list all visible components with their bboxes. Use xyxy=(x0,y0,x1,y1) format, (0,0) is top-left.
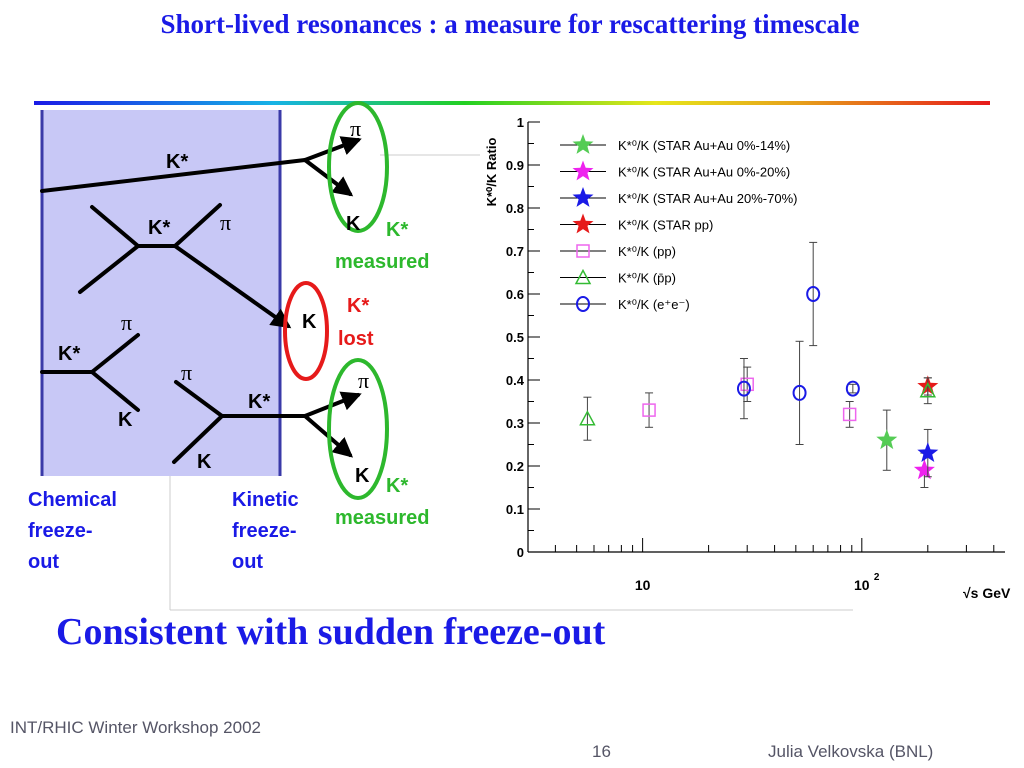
pion-track xyxy=(173,203,222,248)
kaon-track xyxy=(173,244,292,329)
lost-text: lost xyxy=(338,328,374,350)
data-point xyxy=(842,407,857,422)
y-tick-label: 0.4 xyxy=(506,373,525,388)
pion-label: π xyxy=(181,360,192,385)
data-point xyxy=(845,380,860,397)
lost-kstar: K* xyxy=(347,295,369,317)
kstar-label: K* xyxy=(166,151,188,173)
kaon-label: K xyxy=(355,465,370,487)
data-point xyxy=(876,429,898,450)
x-tick-label: 10 xyxy=(635,577,651,593)
lost-ellipse xyxy=(283,281,329,381)
data-point xyxy=(642,403,656,417)
kaon-label: K xyxy=(346,213,361,235)
footer-workshop: INT/RHIC Winter Workshop 2002 xyxy=(10,718,261,737)
kaon-label: K xyxy=(118,409,133,431)
measured-ellipse-upper xyxy=(327,101,389,233)
kaon-label: K xyxy=(197,451,212,473)
incoming-track xyxy=(78,244,140,294)
footer-author: Julia Velkovska (BNL) xyxy=(768,742,934,761)
data-point xyxy=(919,382,937,398)
kinetic-freeze-out-label: freeze- xyxy=(232,520,296,542)
y-tick-label: 0.2 xyxy=(506,459,524,474)
x-axis-label: √s GeV xyxy=(963,585,1011,601)
kaon-label: K xyxy=(302,311,317,333)
slide-title: Short-lived resonances : a measure for r… xyxy=(160,9,860,39)
ratio-chart: K*⁰/K Ratio √s GeV 0 0.1 0.2 0.3 0.4 0.5 0.6 0.… xyxy=(484,115,1011,601)
legend-marker xyxy=(574,268,592,285)
pion-label: π xyxy=(350,116,361,141)
kstar-track xyxy=(40,158,307,193)
measured-upper-text: measured xyxy=(335,251,430,273)
title-divider xyxy=(34,101,990,105)
data-point xyxy=(736,380,751,397)
data-point xyxy=(917,442,939,462)
footer-page-number: 16 xyxy=(592,742,611,761)
pion-track xyxy=(90,333,140,374)
pion-label: π xyxy=(121,310,132,335)
data-point xyxy=(913,459,935,480)
freeze-out-diagram: K* K* K* K* K K K K K π π π π π K* measu… xyxy=(28,101,430,573)
legend-marker xyxy=(572,134,594,154)
chemical-freeze-out-label: out xyxy=(28,551,59,573)
legend-label: K*⁰/K (STAR pp) xyxy=(618,218,713,233)
incoming-track xyxy=(174,380,224,418)
conclusion-text: Consistent with sudden freeze-out xyxy=(56,611,606,653)
legend-label: K*⁰/K (p̄p) xyxy=(618,271,676,286)
incoming-track xyxy=(172,414,224,464)
pion-label: π xyxy=(220,210,231,235)
incoming-track xyxy=(90,205,140,248)
data-point xyxy=(792,384,807,401)
chemical-freeze-out-label: Chemical xyxy=(28,489,117,511)
x-tick-label: 10 xyxy=(854,577,870,593)
y-tick-label: 0.8 xyxy=(506,201,524,216)
y-tick-label: 0.1 xyxy=(506,502,524,517)
kstar-label: K* xyxy=(58,343,80,365)
kinetic-freeze-out-label: out xyxy=(232,551,263,573)
legend-marker xyxy=(572,213,594,234)
chemical-freeze-out-label: freeze- xyxy=(28,520,92,542)
kstar-label: K* xyxy=(248,391,270,413)
y-tick-label: 0.9 xyxy=(506,158,524,173)
x-tick-label-exponent: 2 xyxy=(874,572,880,583)
y-tick-label: 1 xyxy=(517,115,524,130)
legend-marker xyxy=(576,244,590,258)
y-tick-label: 0.3 xyxy=(506,416,524,431)
kinetic-freeze-out-label: Kinetic xyxy=(232,489,299,511)
legend-marker xyxy=(572,160,594,181)
legend-label: K*⁰/K (STAR Au+Au 0%-20%) xyxy=(618,165,790,180)
legend-label: K*⁰/K (e⁺e⁻) xyxy=(618,297,690,312)
measured-lower-text: measured xyxy=(335,507,430,529)
measured-lower-kstar: K* xyxy=(386,475,408,497)
data-point xyxy=(806,286,821,302)
legend-label: K*⁰/K (pp) xyxy=(618,244,676,259)
data-point xyxy=(579,410,596,426)
kstar-label: K* xyxy=(148,217,170,239)
legend-label: K*⁰/K (STAR Au+Au 20%-70%) xyxy=(618,191,797,206)
pion-label: π xyxy=(358,368,369,393)
measured-ellipse-lower xyxy=(327,358,389,500)
y-tick-label: 0.6 xyxy=(506,287,524,302)
y-axis-label: K*⁰/K Ratio xyxy=(484,138,499,207)
measured-upper-kstar: K* xyxy=(386,219,408,241)
y-tick-label: 0.5 xyxy=(506,330,524,345)
y-tick-label: 0 xyxy=(517,545,524,560)
legend-label: K*⁰/K (STAR Au+Au 0%-14%) xyxy=(618,138,790,153)
y-tick-label: 0.7 xyxy=(506,244,524,259)
kaon-track xyxy=(90,370,140,412)
data-point xyxy=(740,377,754,392)
legend-marker xyxy=(572,187,594,207)
legend-marker xyxy=(576,296,590,312)
